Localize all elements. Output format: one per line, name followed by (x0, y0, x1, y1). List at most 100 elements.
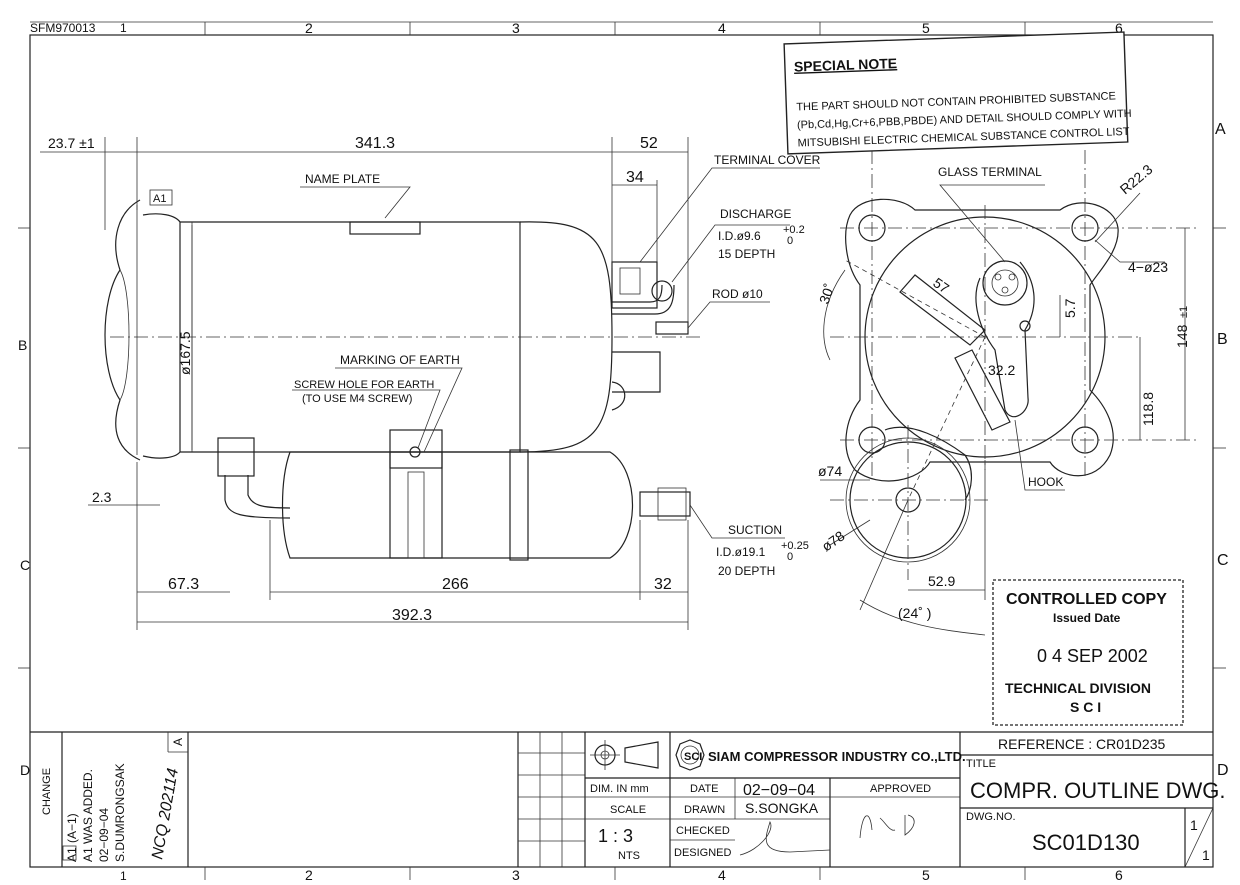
scale-value: 1 : 3 (598, 826, 633, 846)
change-label: CHANGE (41, 768, 53, 815)
sheet-number: 1 (1190, 817, 1198, 833)
date-label: DATE (690, 783, 719, 795)
date-value: 02−09−04 (743, 782, 815, 799)
approved-signature (859, 814, 915, 839)
company-logo-icon (675, 739, 705, 771)
stamp-issued-label: Issued Date (1053, 611, 1121, 625)
dim-266: 266 (442, 576, 469, 593)
dim-5-7: 5.7 (1062, 298, 1078, 318)
change-letter: A (171, 738, 185, 746)
company-name: SIAM COMPRESSOR INDUSTRY CO.,LTD. (708, 749, 966, 764)
border-bottom-number-1: 1 (120, 869, 127, 883)
suction-label: SUCTION (728, 523, 782, 537)
dim-diameter-78: ø78 (819, 527, 848, 554)
border-right-letter-b: B (1217, 331, 1228, 348)
terminal-cover-label: TERMINAL COVER (714, 153, 821, 167)
angle-30: 30˚ (816, 282, 838, 306)
sheet-total: 1 (1202, 847, 1210, 863)
discharge-depth: 15 DEPTH (718, 247, 775, 261)
border-bottom-number-3: 3 (512, 867, 520, 883)
suction-id: I.D.ø19.1 (716, 545, 766, 559)
suction-leader (689, 504, 785, 539)
border-top-number-2: 2 (305, 20, 313, 36)
change-desc: A1 WAS ADDED. (81, 769, 95, 862)
dim-2-3: 2.3 (92, 489, 112, 505)
glass-terminal-label: GLASS TERMINAL (938, 165, 1042, 179)
logo-text: SCI (684, 751, 702, 763)
dim-diameter-167-5: ø167.5 (177, 331, 193, 375)
marking-earth-label: MARKING OF EARTH (340, 353, 460, 367)
border-frame (18, 21, 1226, 880)
border-top-number-1: 1 (120, 21, 127, 35)
name-plate-leader (300, 186, 411, 219)
a1-tag-box (149, 189, 173, 206)
dim-52-9: 52.9 (928, 573, 955, 589)
discharge-tol-zero: 0 (787, 235, 793, 247)
terminal-cover-leader (639, 167, 820, 263)
border-right-letter-a: A (1215, 121, 1226, 138)
border-top-number-5: 5 (922, 20, 930, 36)
dim-57: 57 (930, 274, 952, 296)
title-label: TITLE (966, 758, 996, 770)
rod-leader (687, 301, 770, 329)
suction-tol-plus: +0.25 (781, 540, 809, 552)
discharge-id: I.D.ø9.6 (718, 229, 761, 243)
scale-label: SCALE (610, 804, 646, 816)
controlled-copy-stamp: CONTROLLED COPY Issued Date 0 4 SEP 2002… (992, 579, 1184, 726)
border-top-number-4: 4 (718, 20, 726, 36)
discharge-tol-plus: +0.2 (783, 224, 805, 236)
hook-label: HOOK (1028, 475, 1063, 489)
rod-label: ROD ø10 (712, 287, 763, 301)
doc-code: SFM970013 (30, 21, 96, 35)
change-date: 02−09−04 (97, 808, 111, 862)
title-block-grid (517, 732, 1214, 868)
border-bottom-number-2: 2 (305, 867, 313, 883)
checked-label: CHECKED (676, 825, 730, 837)
dim-52: 52 (640, 135, 658, 152)
dim-unit: DIM. IN mm (590, 783, 649, 795)
dim-32: 32 (654, 576, 672, 593)
dim-118-8: 118.8 (1140, 392, 1156, 426)
dwg-no-label: DWG.NO. (966, 811, 1016, 823)
dim-341-3: 341.3 (355, 135, 395, 152)
dim-r22-3: R22.3 (1117, 161, 1156, 197)
change-block (30, 731, 1213, 867)
designed-label: DESIGNED (674, 847, 732, 859)
change-tag-box (62, 845, 77, 861)
dim-392-3: 392.3 (392, 607, 432, 624)
checked-signature (739, 821, 831, 856)
drawing-title: COMPR. OUTLINE DWG. (970, 778, 1225, 803)
discharge-label: DISCHARGE (720, 207, 791, 221)
change-signature: NCQ 202114 (149, 767, 182, 861)
dim-67-3: 67.3 (168, 576, 199, 593)
discharge-leader (671, 224, 790, 283)
dwg-number: SC01D130 (1032, 830, 1140, 855)
border-left-letter-c: C (20, 557, 30, 573)
dim-148-tol: ±1 (1178, 306, 1190, 318)
dim-23-7: 23.7 ±1 (48, 135, 95, 151)
border-bottom-number-5: 5 (922, 867, 930, 883)
special-note-stamp: SPECIAL NOTE THE PART SHOULD NOT CONTAIN… (783, 31, 1132, 155)
change-by: S.DUMRONGSAK (113, 763, 127, 862)
stamp-division: TECHNICAL DIVISION (1005, 680, 1151, 696)
border-bottom-number-4: 4 (718, 867, 726, 883)
change-code: (A−1) (65, 813, 79, 843)
border-left-letter-d: D (20, 762, 30, 778)
angle-24: (24˚ ) (898, 605, 931, 621)
suction-tol-zero: 0 (787, 551, 793, 563)
special-note-title: SPECIAL NOTE (794, 55, 898, 75)
suction-depth: 20 DEPTH (718, 564, 775, 578)
name-plate-label: NAME PLATE (305, 172, 380, 186)
approved-label: APPROVED (870, 783, 931, 795)
border-bottom-number-6: 6 (1115, 867, 1123, 883)
border-right-letter-d: D (1217, 762, 1229, 779)
border-top-number-3: 3 (512, 20, 520, 36)
dim-148: 148 (1174, 324, 1190, 348)
side-view-dimensions (40, 137, 689, 630)
border-top-number-6: 6 (1115, 20, 1123, 36)
reference: REFERENCE : CR01D235 (998, 736, 1165, 752)
screw-hole-label: SCREW HOLE FOR EARTH (294, 379, 434, 391)
marking-earth-leader (335, 367, 463, 453)
screw-hole-leader (292, 389, 441, 449)
